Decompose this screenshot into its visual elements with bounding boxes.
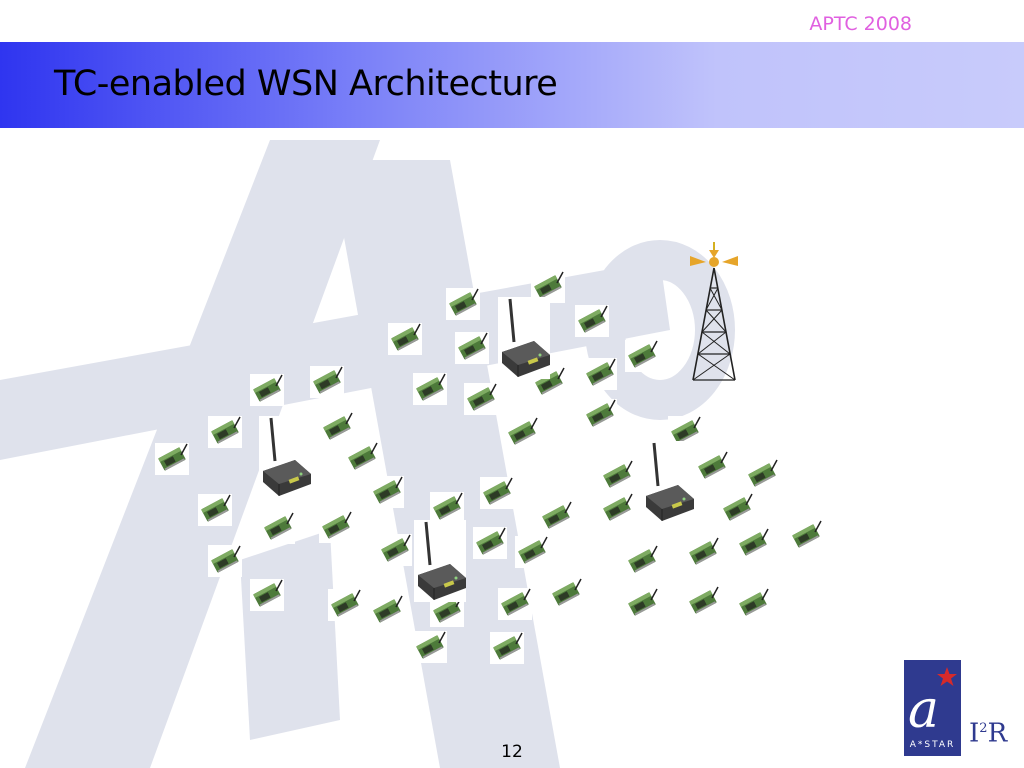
sensor-node-icon	[548, 577, 584, 611]
sensor-node-icon	[319, 411, 355, 445]
sensor-node-icon	[694, 450, 730, 484]
sensor-node-icon	[454, 331, 490, 365]
sensor-node-icon	[719, 492, 755, 526]
sensor-node-icon	[514, 535, 550, 569]
sensor-node-icon	[318, 510, 354, 544]
sensor-node-icon	[344, 441, 380, 475]
slide-title: TC-enabled WSN Architecture	[54, 64, 558, 104]
sensor-node-icon	[489, 631, 525, 665]
logo-institute: I2R	[969, 718, 1008, 749]
gateway-router-icon	[640, 439, 696, 525]
sensor-node-icon	[249, 578, 285, 612]
sensor-node-icon	[538, 500, 574, 534]
sensor-node-icon	[207, 415, 243, 449]
conference-label: APTC 2008	[809, 13, 912, 35]
sensor-node-icon	[735, 527, 771, 561]
sensor-node-icon	[412, 630, 448, 664]
sensor-node-icon	[574, 304, 610, 338]
star-icon	[937, 667, 957, 686]
sensor-node-icon	[377, 533, 413, 567]
sensor-node-icon	[479, 476, 515, 510]
sensor-node-icon	[744, 458, 780, 492]
sensor-node-icon	[472, 526, 508, 560]
sensor-node-icon	[599, 459, 635, 493]
sensor-node-icon	[463, 382, 499, 416]
sensor-node-icon	[429, 491, 465, 525]
astar-i2r-logo: a A*STAR I2R	[904, 660, 1008, 756]
sensor-node-icon	[412, 372, 448, 406]
sensor-node-icon	[735, 587, 771, 621]
sensor-node-icon	[599, 492, 635, 526]
sensor-node-icon	[504, 416, 540, 450]
sensor-node-icon	[624, 587, 660, 621]
sensor-node-icon	[154, 442, 190, 476]
sensor-node-icon	[369, 475, 405, 509]
sensor-node-icon	[497, 587, 533, 621]
gateway-router-icon	[496, 295, 552, 381]
gateway-router-icon	[257, 414, 313, 500]
sensor-node-icon	[582, 357, 618, 391]
sensor-node-icon	[788, 519, 824, 553]
logo-brand: A*STAR	[909, 740, 956, 750]
sensor-node-icon	[685, 536, 721, 570]
cell-tower-icon	[690, 242, 738, 381]
sensor-node-icon	[685, 585, 721, 619]
sensor-node-icon	[309, 365, 345, 399]
sensor-node-icon	[197, 493, 233, 527]
page-number: 12	[501, 742, 523, 762]
title-band	[0, 42, 1024, 128]
sensor-node-icon	[327, 588, 363, 622]
sensor-node-icon	[369, 594, 405, 628]
sensor-node-icon	[387, 322, 423, 356]
sensor-node-icon	[260, 511, 296, 545]
sensor-node-icon	[582, 398, 618, 432]
logo-box: a A*STAR	[904, 660, 961, 756]
sensor-node-icon	[624, 544, 660, 578]
sensor-node-icon	[445, 287, 481, 321]
sensor-node-icon	[249, 373, 285, 407]
sensor-node-icon	[207, 544, 243, 578]
logo-mark: a	[908, 680, 940, 740]
gateway-router-icon	[412, 518, 468, 604]
sensor-node-icon	[624, 339, 660, 373]
